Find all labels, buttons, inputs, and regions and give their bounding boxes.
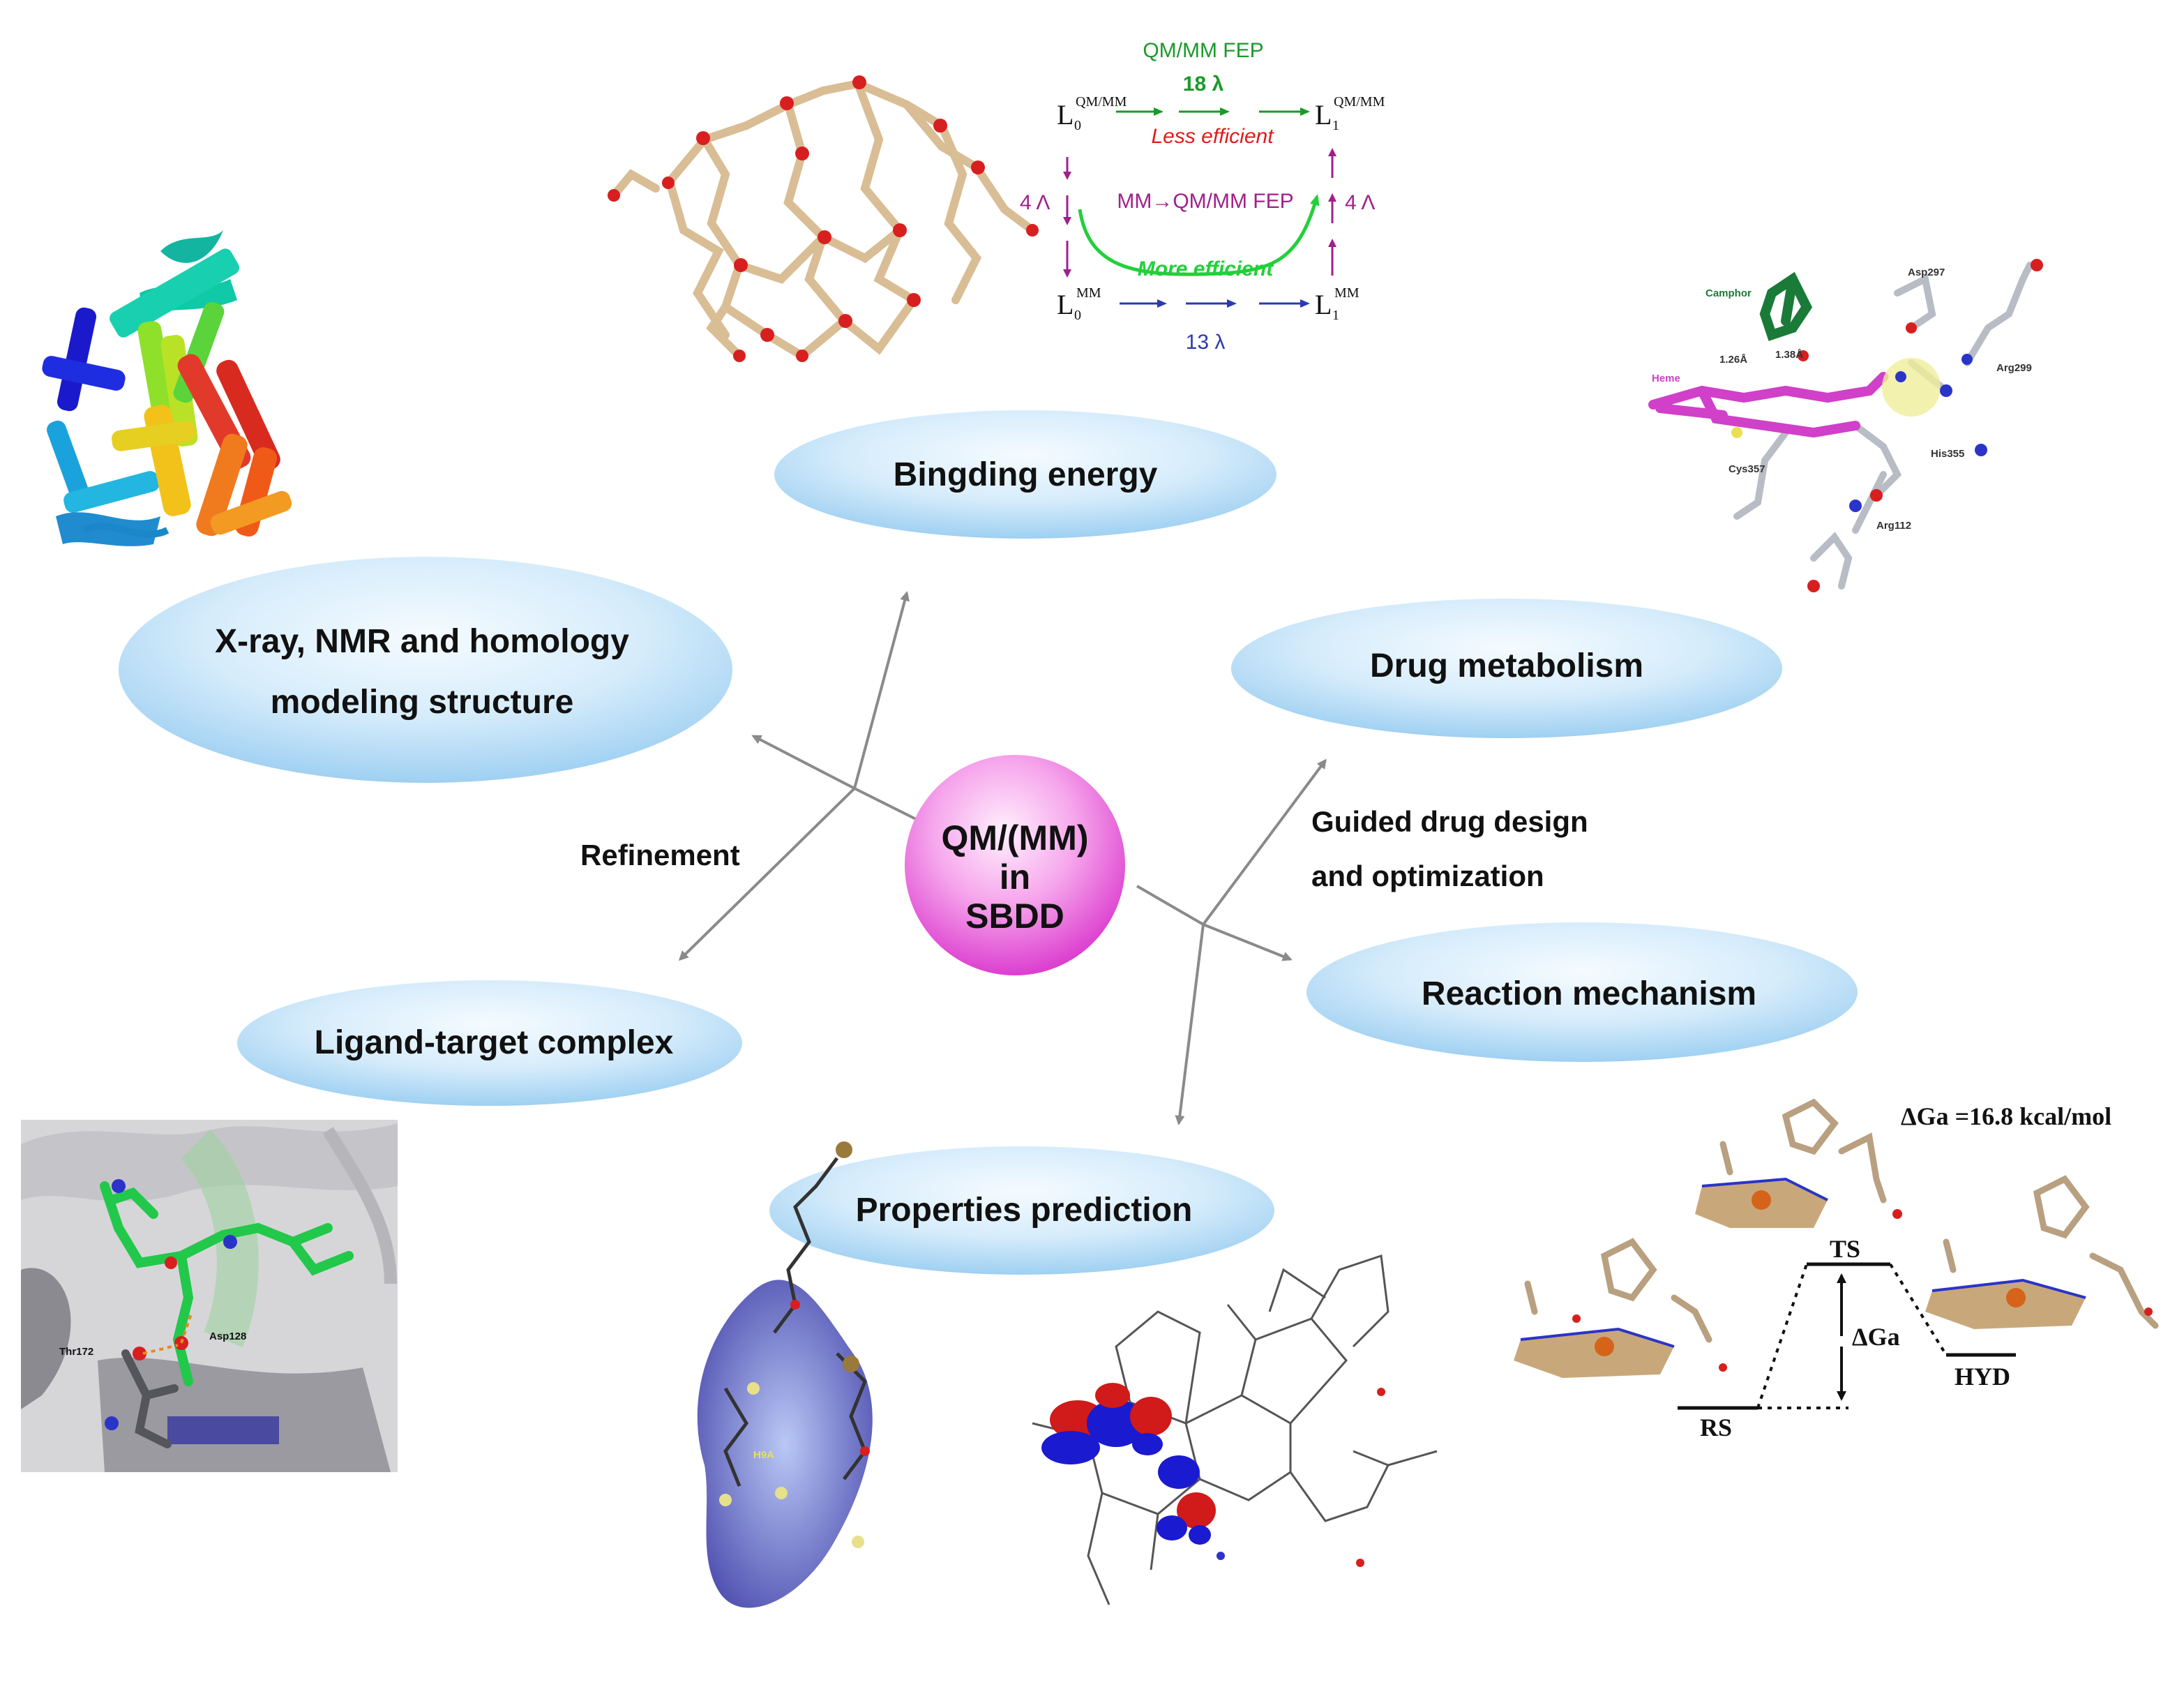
drug-metabolism-ellipse bbox=[1231, 599, 1782, 738]
ts-structure bbox=[1695, 1098, 1902, 1228]
connector-center-to-right-hub bbox=[1136, 885, 1205, 926]
fep-l0-qmmm-sup: QM/MM bbox=[1076, 94, 1127, 110]
center-node: QM/(MM) in SBDD bbox=[905, 755, 1125, 975]
ligand-complex-image: Thr172 Asp128 bbox=[21, 1120, 398, 1472]
label-thr172: Thr172 bbox=[59, 1346, 93, 1358]
center-label-line1: QM/(MM) bbox=[941, 818, 1088, 857]
fep-l0-mm: L bbox=[1057, 289, 1074, 320]
xray-structure-label-line2: modeling structure bbox=[271, 684, 574, 721]
reaction-mechanism-label: Reaction mechanism bbox=[1422, 975, 1756, 1012]
reaction-energy-diagram: ΔGa =16.8 kcal/mol TS RS HYD ΔGa bbox=[1514, 1098, 2159, 1441]
node-properties-prediction: Properties prediction bbox=[769, 1146, 1274, 1275]
drug-metabolism-label: Drug metabolism bbox=[1370, 647, 1643, 684]
fep-scheme: QM/MM FEP 18 λ L QM/MM 0 L QM/MM 1 Less … bbox=[1020, 39, 1385, 354]
arrow-to-binding-energy bbox=[853, 591, 910, 789]
node-xray-structure: X-ray, NMR and homology modeling structu… bbox=[119, 557, 732, 783]
label-asp128: Asp128 bbox=[209, 1331, 246, 1342]
node-ligand-target: Ligand-target complex bbox=[237, 980, 742, 1106]
fep-l1-qmmm-sup: QM/MM bbox=[1334, 94, 1385, 110]
delta-g-value: ΔGa =16.8 kcal/mol bbox=[1901, 1102, 2111, 1130]
reaction-mechanism-ellipse bbox=[1306, 922, 1858, 1062]
node-binding-energy: Bingding energy bbox=[774, 410, 1276, 539]
rs-to-ts-path bbox=[1756, 1264, 1808, 1409]
fep-less-efficient: Less efficient bbox=[1151, 125, 1274, 148]
fep-l0-qmmm: L bbox=[1057, 99, 1074, 130]
center-label-line2: in bbox=[1000, 857, 1030, 897]
xray-structure-label-line1: X-ray, NMR and homology bbox=[215, 623, 629, 660]
dga-label: ΔGa bbox=[1852, 1323, 1900, 1351]
arrow-to-reaction-mechanism bbox=[1203, 923, 1293, 961]
ligand-target-label: Ligand-target complex bbox=[315, 1024, 674, 1061]
fep-l1-mm-sub: 1 bbox=[1332, 308, 1339, 323]
xray-structure-ellipse bbox=[119, 557, 732, 783]
guided-design-label-line1: Guided drug design bbox=[1311, 805, 1588, 838]
arrow-to-properties-prediction bbox=[1175, 924, 1205, 1125]
fep-more-efficient: More efficient bbox=[1138, 257, 1274, 280]
arrow-to-drug-metabolism bbox=[1202, 758, 1327, 926]
fep-more-efficient-arrow bbox=[1078, 194, 1320, 276]
fep-l0-mm-sub: 0 bbox=[1074, 308, 1081, 323]
rs-label: RS bbox=[1700, 1414, 1732, 1441]
guided-design-label-line2: and optimization bbox=[1311, 860, 1544, 892]
center-label-line3: SBDD bbox=[965, 897, 1064, 936]
label-h9a: H9A bbox=[753, 1449, 774, 1461]
fep-l1-qmmm-sub: 1 bbox=[1332, 118, 1339, 133]
label-arg112: Arg112 bbox=[1876, 520, 1911, 532]
fep-side-right: 4 Λ bbox=[1345, 191, 1375, 214]
hyd-structure bbox=[1925, 1175, 2159, 1329]
properties-prediction-ellipse bbox=[769, 1146, 1274, 1275]
arrow-to-xray-structure bbox=[751, 735, 855, 790]
label-arg299: Arg299 bbox=[1996, 362, 2032, 374]
p450-active-site-image: Camphor Asp297 Arg299 Heme His355 Cys357… bbox=[1648, 259, 2043, 592]
label-dist1: 1.26Å bbox=[1719, 354, 1747, 366]
ts-to-hyd-path bbox=[1889, 1263, 1948, 1356]
center-circle bbox=[905, 755, 1125, 975]
label-asp297: Asp297 bbox=[1908, 267, 1945, 278]
host-guest-molecule-image bbox=[608, 75, 1039, 362]
fep-top-count: 18 λ bbox=[1183, 73, 1224, 96]
arrow-to-ligand-complex bbox=[678, 787, 856, 961]
label-heme: Heme bbox=[1652, 373, 1680, 384]
fep-l1-mm-sup: MM bbox=[1334, 285, 1360, 301]
ligand-target-ellipse bbox=[237, 980, 742, 1106]
fep-l0-qmmm-sub: 0 bbox=[1074, 118, 1081, 133]
hirshfeld-surface-image: H9A bbox=[697, 1141, 873, 1608]
node-reaction-mechanism: Reaction mechanism bbox=[1306, 922, 1858, 1062]
molecular-orbital-image bbox=[1032, 1254, 1438, 1605]
binding-energy-label: Bingding energy bbox=[894, 456, 1158, 493]
ts-label: TS bbox=[1830, 1235, 1860, 1263]
fep-side-left: 4 Λ bbox=[1020, 191, 1050, 214]
node-drug-metabolism: Drug metabolism bbox=[1231, 599, 1782, 738]
label-dist2: 1.38Å bbox=[1775, 349, 1803, 361]
fep-l0-mm-sup: MM bbox=[1076, 285, 1101, 301]
refinement-label: Refinement bbox=[580, 839, 740, 871]
fep-l1-mm: L bbox=[1315, 289, 1332, 320]
fep-title: QM/MM FEP bbox=[1143, 39, 1263, 62]
fep-l1-qmmm: L bbox=[1315, 99, 1332, 130]
label-his355: His355 bbox=[1931, 448, 1964, 460]
fep-middle-label: MM→QM/MM FEP bbox=[1117, 190, 1293, 213]
hyd-label: HYD bbox=[1955, 1363, 2010, 1391]
label-cys357: Cys357 bbox=[1729, 463, 1765, 475]
connector-arrows bbox=[678, 591, 1327, 1125]
protein-ribbon-image bbox=[42, 230, 292, 546]
label-camphor: Camphor bbox=[1705, 287, 1752, 299]
fep-bottom-count: 13 λ bbox=[1186, 331, 1226, 354]
rs-structure bbox=[1514, 1238, 1727, 1378]
properties-prediction-label: Properties prediction bbox=[856, 1192, 1193, 1229]
binding-energy-ellipse bbox=[774, 410, 1276, 539]
